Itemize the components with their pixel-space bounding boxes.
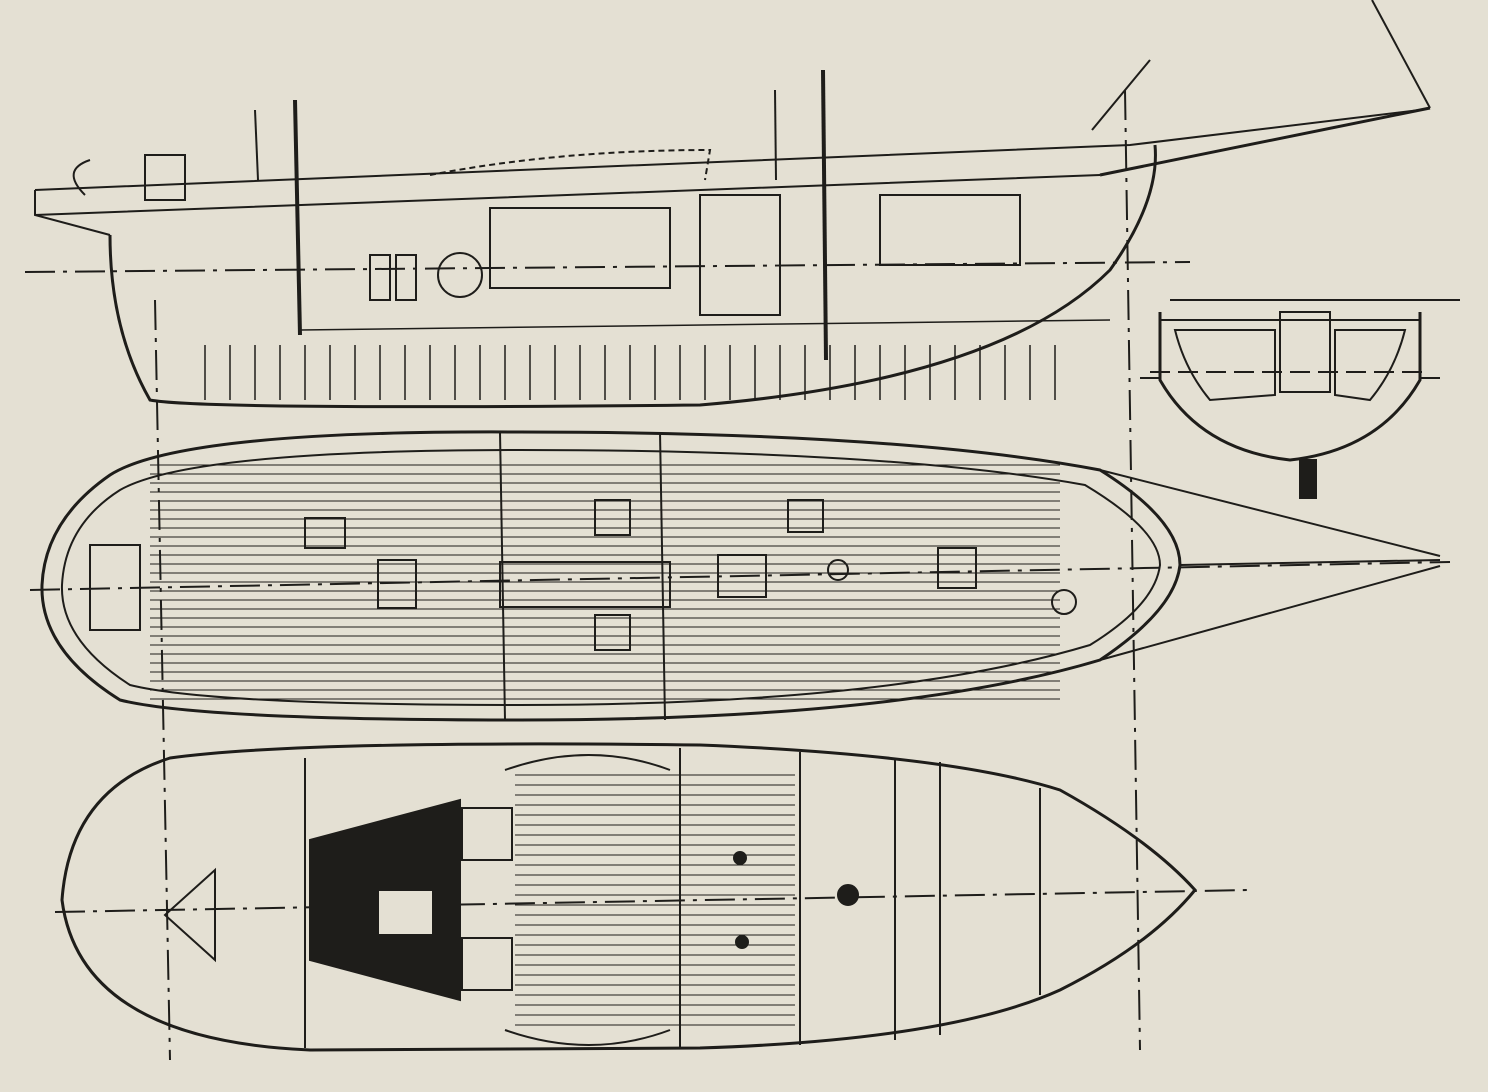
station-lines [24,89,1451,1061]
deck-planking [150,464,1060,700]
accommodation-plan-view [60,742,1197,1052]
deck-plan-view [40,430,1441,722]
profile-view [34,0,1431,409]
midship-section-view [1140,299,1460,499]
frames [204,345,1056,400]
